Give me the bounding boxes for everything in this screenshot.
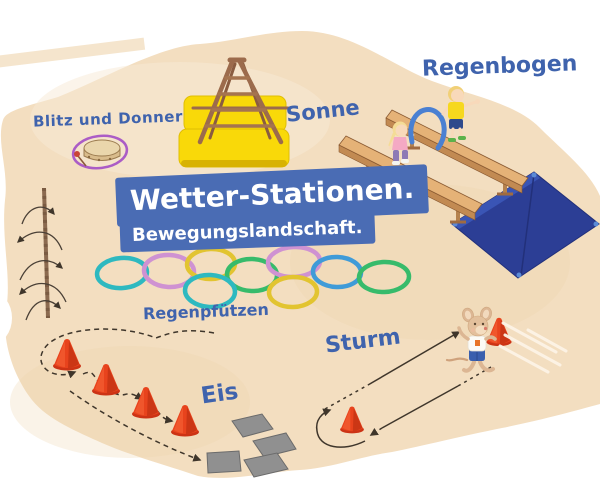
- boy-figure: [441, 86, 480, 142]
- regenpfuetzen-hoops: [94, 244, 412, 310]
- speed-lines: [498, 321, 568, 374]
- blitz-station-props: [71, 134, 129, 170]
- purple-hoop: [71, 134, 129, 170]
- a-frame-ladder: [191, 57, 290, 145]
- gray-mat: [206, 450, 242, 474]
- eis-station-props: [40, 328, 297, 478]
- shuttle-run-path: [315, 331, 492, 448]
- gym-hoop: [356, 259, 412, 295]
- tambourine-icon: [74, 139, 121, 167]
- gray-mat: [231, 413, 274, 438]
- gray-mat: [243, 452, 289, 478]
- mouse-character: [445, 306, 497, 373]
- gray-carpet-tiles: [206, 413, 297, 478]
- rope-jump-station: [16, 187, 67, 321]
- label-eis: Eis: [199, 378, 240, 410]
- girl-figure: [388, 121, 415, 165]
- gym-hoop: [182, 272, 238, 310]
- sturm-station-props: [315, 306, 568, 448]
- blue-hoop: [408, 107, 447, 151]
- gym-hoop: [266, 274, 320, 310]
- gym-hoop: [94, 255, 150, 291]
- gray-mat: [252, 432, 297, 458]
- sonne-station-props: [178, 57, 290, 168]
